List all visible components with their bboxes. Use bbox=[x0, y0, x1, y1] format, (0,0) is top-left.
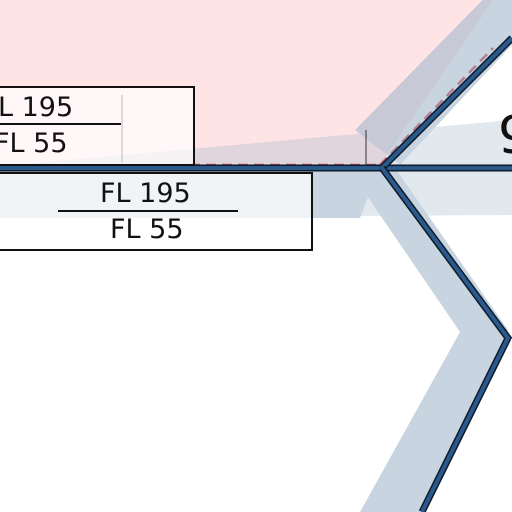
area-lower-limit: FL 55 bbox=[0, 128, 68, 159]
edge-glyph: 9 bbox=[498, 106, 512, 166]
route-upper-limit: FL 195 bbox=[100, 178, 191, 209]
route-lower-limit: FL 55 bbox=[110, 214, 184, 245]
route-limit-label[interactable]: FL 195 FL 55 bbox=[0, 172, 313, 251]
area-upper-limit: L 195 bbox=[0, 92, 73, 123]
area-limit-label[interactable]: L 195 FL 55 bbox=[0, 86, 195, 166]
airway-route bbox=[0, 35, 512, 512]
